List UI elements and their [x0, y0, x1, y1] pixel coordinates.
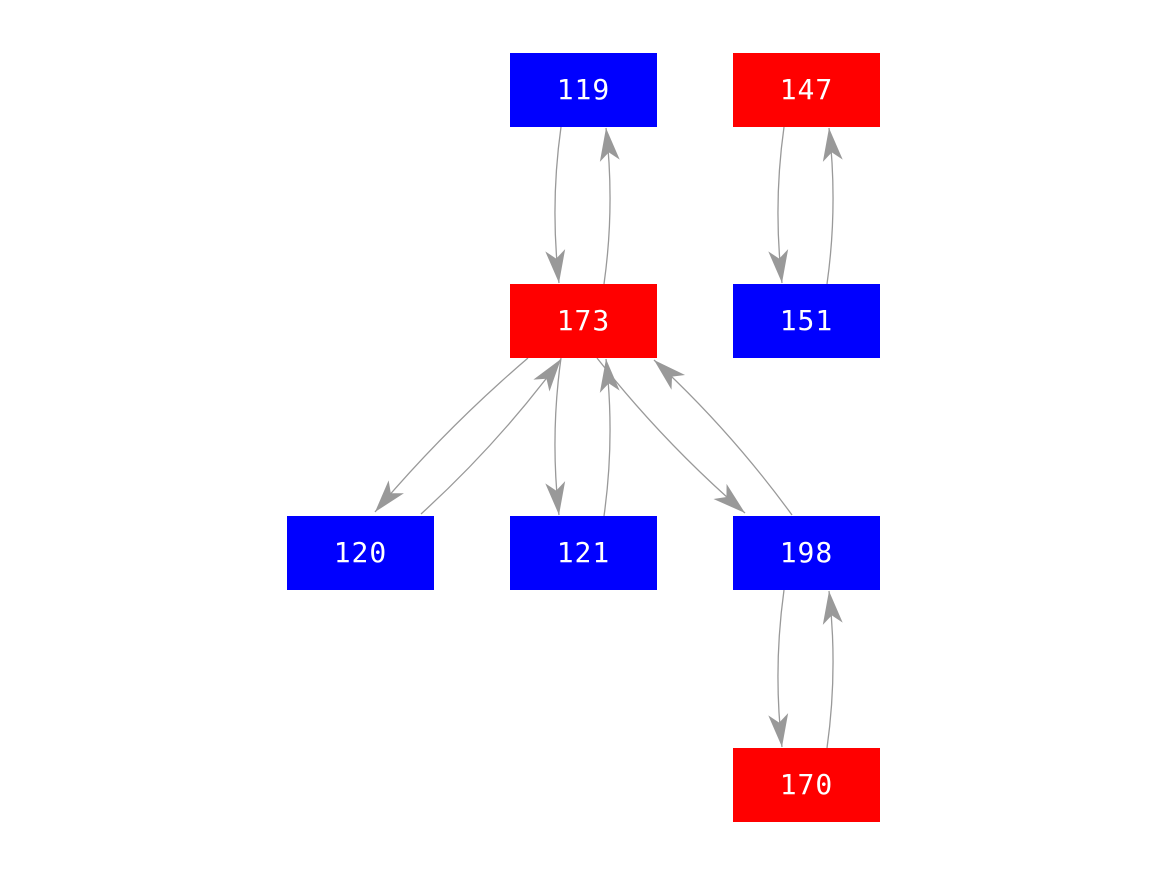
- edge-198-to-170: [768, 589, 789, 748]
- graph-node: 170: [733, 748, 880, 822]
- edge-173-to-198: [596, 357, 746, 514]
- graph-node: 151: [733, 284, 880, 358]
- graph-node: 121: [510, 516, 657, 590]
- node-label: 119: [556, 73, 611, 106]
- node-label: 120: [333, 536, 388, 569]
- edge-173-to-120: [374, 357, 529, 513]
- graph-node: 173: [510, 284, 657, 358]
- edge-170-to-198: [822, 590, 843, 749]
- edge-119-to-173: [545, 126, 566, 284]
- graph-node: 198: [733, 516, 880, 590]
- edge-173-to-121: [545, 357, 566, 516]
- edge-147-to-151: [768, 126, 789, 284]
- node-label: 173: [556, 304, 611, 337]
- edge-121-to-173: [599, 358, 620, 517]
- edge-173-to-119: [599, 127, 620, 285]
- edge-120-to-173: [420, 358, 562, 515]
- node-label: 170: [779, 768, 834, 801]
- node-label: 121: [556, 536, 611, 569]
- node-label: 151: [779, 304, 834, 337]
- edge-198-to-173: [653, 359, 793, 516]
- graph-node: 120: [287, 516, 434, 590]
- node-label: 198: [779, 536, 834, 569]
- graph-node: 119: [510, 53, 657, 127]
- graph-node: 147: [733, 53, 880, 127]
- edge-151-to-147: [822, 127, 843, 285]
- edge-group: [374, 126, 843, 749]
- node-label: 147: [779, 73, 834, 106]
